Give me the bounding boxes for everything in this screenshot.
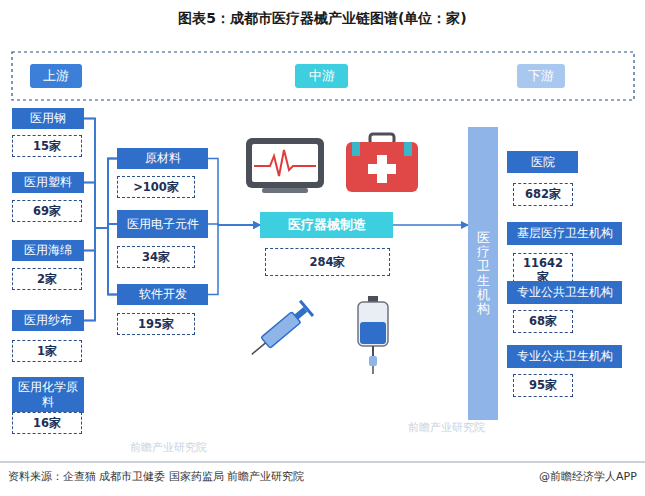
- count-box: 95家: [513, 374, 573, 397]
- syringe-icon: [245, 300, 314, 362]
- count-box: 68家: [513, 310, 573, 333]
- count-box: 2家: [12, 268, 82, 290]
- node-text: 软件开发: [139, 287, 187, 302]
- node-text: 基层医疗卫生机构: [517, 226, 613, 241]
- institution-bar: 医疗卫生机构: [468, 127, 498, 420]
- count-box: 682家: [513, 183, 573, 206]
- count-box: >100家: [117, 176, 195, 198]
- segment-box: 原材料: [117, 148, 208, 169]
- institution-box: 专业公共卫生机构: [507, 345, 622, 368]
- node-text: 医用电子元件: [127, 217, 199, 232]
- chart-title: 图表5：成都市医疗器械产业链图谱(单位：家): [0, 10, 645, 28]
- count-box: 195家: [117, 313, 195, 335]
- count-box: 69家: [12, 200, 82, 222]
- monitor-icon: [246, 138, 324, 193]
- stage-pill: 中游: [295, 64, 348, 88]
- connector: [84, 183, 117, 295]
- connector: [393, 224, 468, 226]
- node-text: >100家: [133, 180, 179, 195]
- connector: [84, 159, 117, 321]
- node-text: 医院: [531, 155, 555, 170]
- node-text: 医用海绵: [24, 243, 72, 258]
- connector: [84, 159, 117, 229]
- material-box: 医用化学原料: [12, 377, 84, 413]
- node-text: 医疗卫生机构: [477, 231, 490, 317]
- node-text: 1家: [37, 344, 57, 359]
- node-text: 2家: [37, 272, 57, 287]
- node-text: 15家: [33, 139, 61, 154]
- node-text: 专业公共卫生机构: [517, 349, 613, 364]
- connector: [84, 119, 117, 295]
- node-text: 69家: [33, 204, 61, 219]
- count-box: 284家: [265, 248, 390, 276]
- node-text: 医疗器械制造: [288, 216, 366, 234]
- stage-band: [12, 52, 634, 100]
- connector: [84, 119, 117, 229]
- connector: [84, 119, 117, 229]
- material-box: 医用塑料: [12, 172, 84, 193]
- node-text: 682家: [525, 187, 561, 202]
- count-box: 15家: [12, 135, 82, 157]
- connector: [84, 224, 117, 321]
- connector: [84, 159, 117, 251]
- iv-bag-icon: [358, 296, 388, 374]
- count-box: 34家: [117, 246, 195, 268]
- watermark: 前瞻产业研究院: [130, 440, 207, 455]
- manufacturing-box: 医疗器械制造: [260, 212, 393, 238]
- node-text: 医用化学原料: [16, 380, 80, 410]
- source-note: 资料来源：企查猫 成都市卫健委 国家药监局 前瞻产业研究院: [8, 469, 305, 484]
- material-box: 医用海绵: [12, 240, 84, 261]
- node-text: 34家: [142, 250, 170, 265]
- connector: [84, 183, 117, 229]
- node-text: 专业公共卫生机构: [517, 285, 613, 300]
- segment-box: 医用电子元件: [117, 210, 208, 238]
- stage-pill: 上游: [30, 64, 82, 88]
- node-text: 195家: [138, 317, 174, 332]
- medical-kit-icon: [346, 134, 418, 192]
- node-text: 原材料: [145, 151, 181, 166]
- count-box: 16家: [12, 412, 82, 434]
- node-text: 医用钢: [30, 111, 66, 126]
- institution-box: 基层医疗卫生机构: [507, 222, 622, 245]
- material-box: 医用钢: [12, 108, 84, 129]
- institution-box: 专业公共卫生机构: [507, 281, 622, 304]
- node-text: 95家: [529, 378, 557, 393]
- node-text: 16家: [33, 416, 61, 431]
- node-text: 医用塑料: [24, 175, 72, 190]
- material-box: 医用纱布: [12, 310, 84, 331]
- connector: [84, 228, 117, 321]
- node-text: 中游: [309, 67, 335, 85]
- connector: [208, 225, 260, 295]
- segment-box: 软件开发: [117, 284, 208, 305]
- footer-rule: [0, 462, 645, 463]
- connector: [208, 159, 260, 226]
- node-text: 284家: [309, 255, 345, 270]
- watermark: 前瞻产业研究院: [408, 420, 485, 435]
- node-text: 下游: [528, 67, 554, 85]
- connector: [84, 228, 117, 295]
- node-text: 医用纱布: [24, 313, 72, 328]
- node-text: 上游: [43, 67, 69, 85]
- node-text: 68家: [529, 314, 557, 329]
- stage-pill: 下游: [517, 64, 565, 88]
- count-box: 1家: [12, 340, 82, 362]
- publisher-tag: @前瞻经济学人APP: [539, 469, 637, 484]
- institution-box: 医院: [507, 151, 578, 173]
